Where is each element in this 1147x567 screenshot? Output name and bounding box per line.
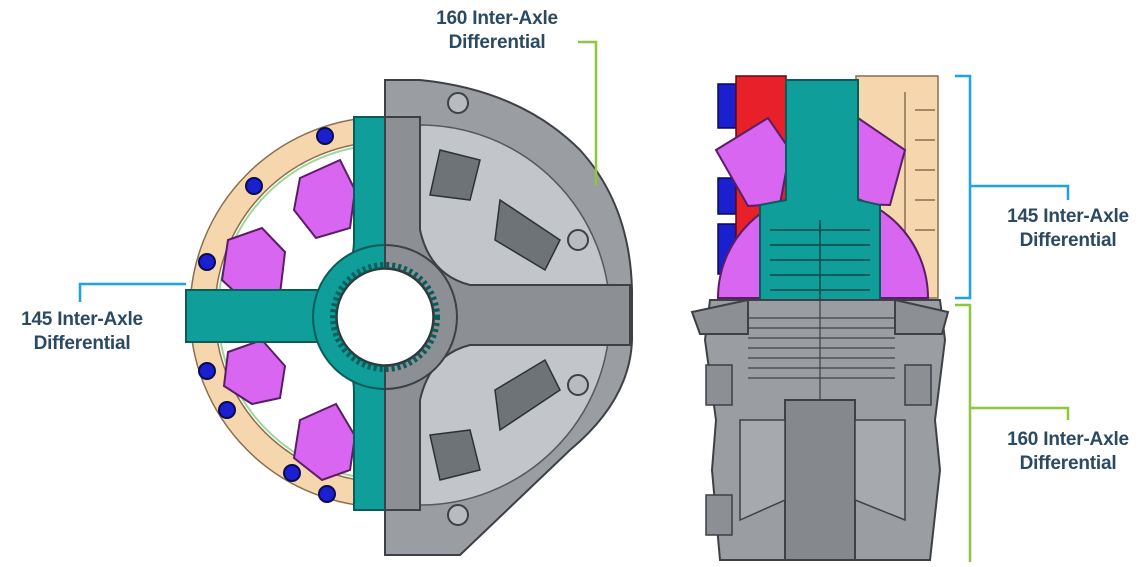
label-160-right-line1: 160 Inter-Axle	[1007, 429, 1129, 450]
spline-bore	[330, 262, 440, 372]
ring-bolts	[198, 127, 336, 503]
label-160-right-line2: Differential	[1019, 453, 1117, 474]
leader-160-top	[578, 40, 598, 185]
front-view-145-half	[185, 116, 386, 511]
violet-pinions	[220, 158, 357, 482]
label-160-right: 160 Inter-Axle Differential	[992, 428, 1144, 476]
label-145-right-line1: 145 Inter-Axle	[1007, 206, 1129, 227]
leader-145-right	[955, 74, 1070, 300]
label-160-top-line2: Differential	[448, 32, 546, 53]
side-view	[690, 75, 950, 561]
label-145-left-line1: 145 Inter-Axle	[21, 309, 143, 330]
leader-lines	[78, 40, 1070, 562]
leader-160-right	[955, 303, 1070, 562]
label-145-left: 145 Inter-Axle Differential	[2, 308, 162, 356]
label-160-top-line1: 160 Inter-Axle	[436, 8, 558, 29]
label-145-right: 145 Inter-Axle Differential	[992, 205, 1144, 253]
label-145-right-line2: Differential	[1019, 230, 1117, 251]
front-view-160-half	[384, 79, 633, 556]
label-160-top: 160 Inter-Axle Differential	[412, 7, 582, 55]
leader-145-left	[78, 282, 186, 302]
label-145-left-line2: Differential	[33, 333, 131, 354]
